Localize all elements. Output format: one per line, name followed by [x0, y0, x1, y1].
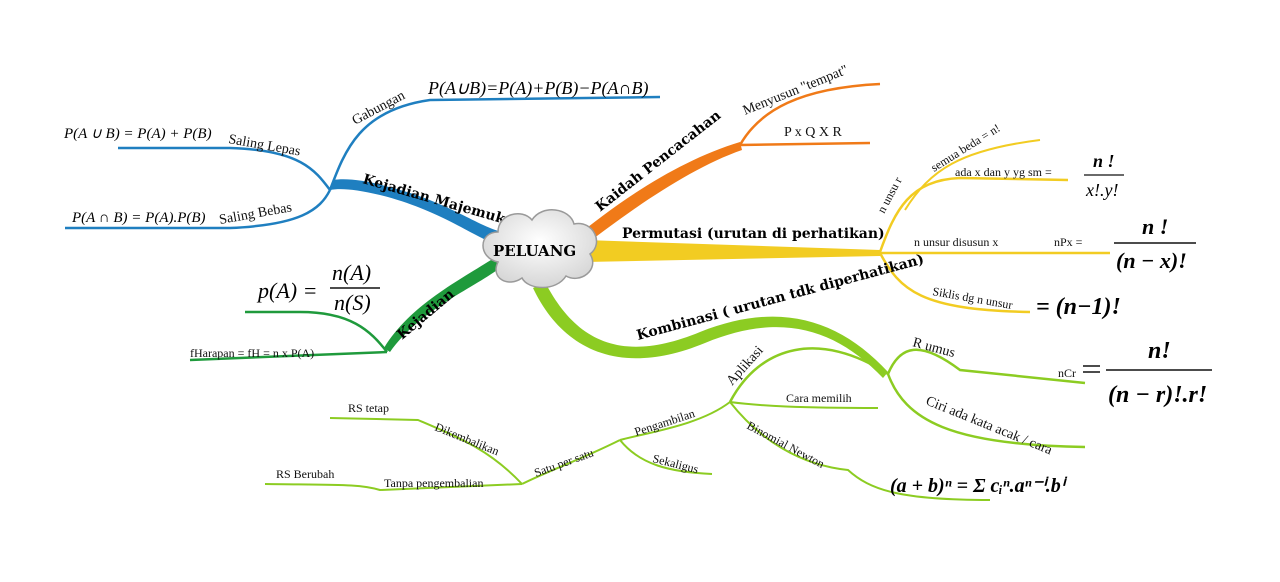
green-rumus-stroke	[886, 348, 1086, 385]
menyusun-label: Menyusun "tempat"	[741, 63, 851, 119]
saling-bebas-formula: P(A ∩ B) = P(A).P(B)	[71, 210, 206, 226]
kejadian-formula-num: n(A)	[332, 260, 371, 285]
branch-kombinasi: Kombinasi ( urutan tdk diperhatikan) R u…	[264, 252, 1212, 501]
pxq-label: P x Q X R	[784, 125, 842, 140]
ncr-num: n!	[1148, 338, 1171, 364]
cara-memilih-label: Cara memilih	[786, 391, 852, 405]
tanpa-label: Tanpa pengembalian	[384, 476, 483, 490]
siklis-formula: = (n−1)!	[1036, 294, 1121, 320]
pengambilan-label: Pengambilan	[633, 406, 697, 439]
disusun-label: n unsur disusun x	[914, 235, 998, 249]
ada-x-label: ada x dan y yg sm =	[955, 165, 1052, 179]
npx-num: n !	[1142, 214, 1168, 239]
npx-label: nPx =	[1054, 235, 1083, 249]
orange-menyusun-stroke	[738, 82, 881, 146]
kombinasi-label: Kombinasi ( urutan tdk diperhatikan)	[635, 252, 926, 344]
blue-gabungan-stroke	[328, 95, 661, 191]
green-dikembalikan-stroke	[329, 417, 523, 485]
rs-tetap-label: RS tetap	[348, 401, 389, 415]
ada-x-num: n !	[1093, 151, 1115, 171]
sekaligus-label: Sekaligus	[651, 451, 700, 476]
binomial-formula: (a + b)ⁿ = Σ cᵢⁿ.aⁿ⁻ⁱ.bⁱ	[890, 475, 1068, 497]
green-binomial-stroke	[729, 401, 991, 501]
ada-x-den: x!.y!	[1085, 180, 1118, 200]
yellow-siklis-stroke	[878, 252, 1031, 314]
permutasi-label: Permutasi (urutan di perhatikan)	[622, 226, 885, 242]
kejadian-majemuk-label: Kejadian Majemuk	[361, 171, 507, 227]
kejadian-formula-lhs: p(A) =	[256, 278, 317, 303]
binomial-label: Binomial Newton	[745, 418, 827, 471]
green-tanpa-stroke	[264, 483, 523, 492]
yellow-main-stroke	[585, 240, 880, 262]
yellow-upper-stroke	[878, 176, 1069, 253]
green-main-stroke	[533, 282, 888, 378]
green-cara-stroke	[729, 401, 879, 409]
green-sekaligus-stroke	[619, 439, 713, 475]
rumus-label: R umus	[911, 335, 957, 361]
satu-per-satu-label: Satu per satu	[532, 445, 595, 479]
green-ciri-stroke	[886, 373, 1086, 449]
branch-kejadian: Kejadian p(A) = n(A) n(S) fHarapan = fH …	[189, 258, 500, 362]
blue-lepas-stroke	[118, 146, 331, 191]
center-cloud-shape	[482, 209, 598, 289]
ncr-den: (n − r)!.r!	[1108, 382, 1207, 408]
npx-den: (n − x)!	[1116, 248, 1187, 273]
dikembalikan-label: Dikembalikan	[433, 420, 501, 458]
blue-bebas-stroke	[65, 189, 332, 230]
center-label: PELUANG	[493, 242, 576, 260]
kejadian-label: Kejadian	[394, 286, 457, 343]
center-node[interactable]: PELUANG	[482, 209, 598, 289]
green-satu-stroke	[521, 439, 621, 485]
saling-bebas-label: Saling Bebas	[218, 200, 293, 228]
ncr-label: nCr	[1058, 366, 1076, 380]
gabungan-formula: P(A∪B)=P(A)+P(B)−P(A∩B)	[427, 78, 649, 99]
rs-berubah-label: RS Berubah	[276, 467, 334, 481]
darkgreen-harapan-stroke	[189, 350, 388, 362]
orange-pxq-stroke	[739, 141, 871, 147]
green-pengambilan-stroke	[619, 401, 731, 441]
yellow-semua-stroke	[904, 139, 1041, 211]
saling-lepas-formula: P(A ∪ B) = P(A) + P(B)	[63, 126, 212, 142]
darkgreen-formula-stroke	[245, 310, 388, 353]
harapan-label: fHarapan = fH = n x P(A)	[190, 346, 314, 360]
saling-lepas-label: Saling Lepas	[227, 132, 301, 159]
darkgreen-main-stroke	[384, 258, 500, 352]
kejadian-formula-den: n(S)	[334, 290, 371, 315]
green-aplikasi-stroke	[728, 347, 889, 403]
